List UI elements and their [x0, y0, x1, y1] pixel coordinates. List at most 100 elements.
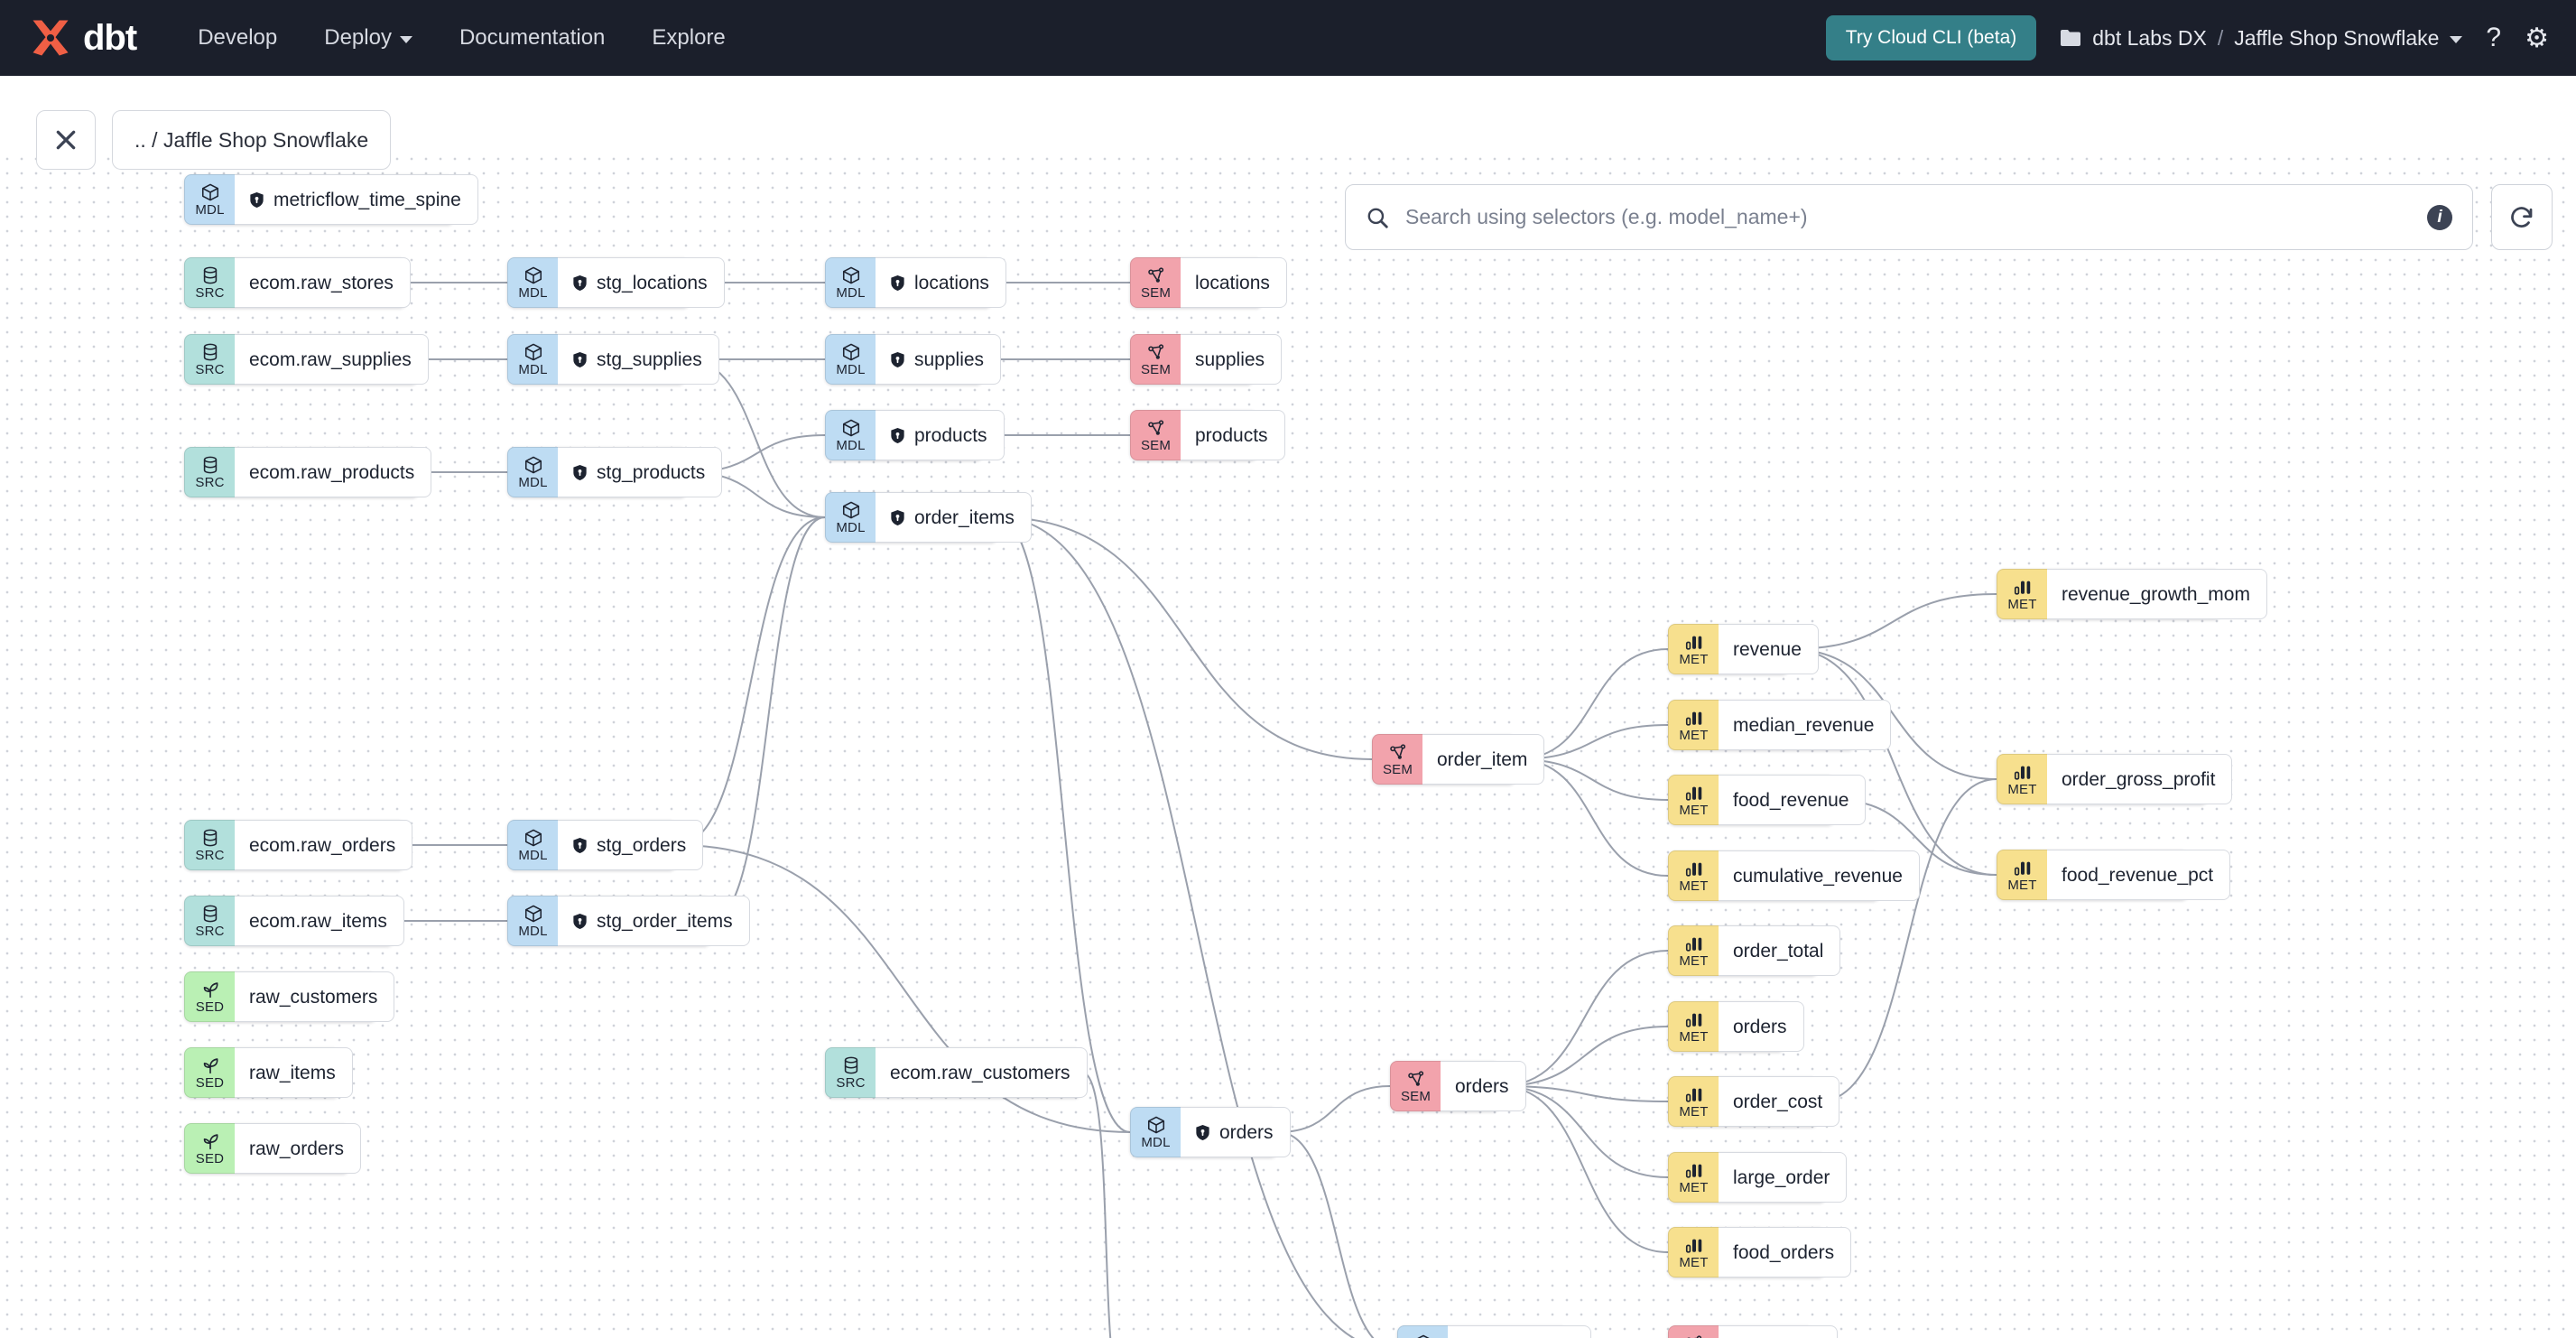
node-type-code: MDL — [836, 285, 866, 301]
node-label: order_cost — [1733, 1091, 1823, 1112]
met-type-icon: MET — [1997, 754, 2047, 804]
node-label: revenue_growth_mom — [2062, 583, 2250, 605]
node-type-code: SRC — [195, 924, 225, 939]
contract-shield-icon — [890, 274, 905, 292]
nav-link-develop[interactable]: Develop — [174, 16, 301, 60]
graph-node-met_order_gross_profit[interactable]: MET order_gross_profit — [1997, 754, 2233, 804]
graph-node-met_revenue_growth_mom[interactable]: MET revenue_growth_mom — [1997, 569, 2267, 619]
gear-icon[interactable]: ⚙ — [2525, 23, 2549, 53]
node-body: ecom.raw_customers — [876, 1047, 1088, 1098]
nav-link-documentation[interactable]: Documentation — [436, 16, 628, 60]
lineage-edge — [1499, 950, 1669, 1087]
nav-link-deploy[interactable]: Deploy — [301, 16, 436, 60]
graph-node-locations[interactable]: MDL locations — [825, 257, 1006, 308]
dbt-logo[interactable]: dbt — [27, 14, 137, 61]
close-graph-button[interactable] — [36, 110, 96, 170]
lineage-edge — [710, 516, 826, 922]
lineage-edge — [997, 516, 1373, 760]
src-type-icon: SRC — [184, 334, 235, 385]
node-label: ecom.raw_customers — [890, 1062, 1070, 1083]
dbt-logo-icon — [32, 20, 69, 56]
node-body: raw_customers — [235, 971, 395, 1022]
mdl-type-icon: MDL — [507, 447, 558, 497]
node-body: supplies — [876, 334, 1002, 385]
refresh-icon — [2511, 206, 2533, 228]
node-label: products — [1195, 424, 1268, 446]
try-cloud-cli-button[interactable]: Try Cloud CLI (beta) — [1825, 15, 2037, 60]
search-info-icon[interactable]: i — [2427, 204, 2452, 230]
primary-nav: Develop Deploy Documentation Explore — [174, 16, 749, 60]
node-label: ecom.raw_stores — [249, 272, 394, 293]
chevron-down-icon — [399, 35, 412, 43]
src-type-icon: SRC — [825, 1047, 876, 1098]
node-type-code: MET — [1679, 1104, 1709, 1120]
met-type-icon: MET — [1668, 1076, 1719, 1127]
node-body: metricflow_time_spine — [235, 174, 478, 225]
node-label: order_total — [1733, 940, 1824, 962]
node-body: order_gross_profit — [2047, 754, 2233, 804]
node-body: revenue — [1719, 624, 1819, 674]
breadcrumb-project-selector[interactable]: Jaffle Shop Snowflake — [2234, 26, 2463, 51]
graph-node-sem_customers[interactable]: SEMcustomers — [1668, 1325, 1838, 1338]
search-input[interactable] — [1404, 204, 2413, 230]
node-label: ecom.raw_orders — [249, 834, 396, 856]
graph-node-ecom.raw_customers[interactable]: SRC ecom.raw_customers — [825, 1047, 1088, 1098]
node-body: ecom.raw_products — [235, 447, 432, 497]
node-type-code: MET — [2007, 782, 2037, 797]
lineage-edge — [1277, 1085, 1391, 1133]
node-body: raw_items — [235, 1047, 353, 1098]
nav-link-documentation-label: Documentation — [459, 25, 606, 50]
graph-node-customers_mdl[interactable]: MDLcustomers — [1397, 1325, 1591, 1338]
met-type-icon: MET — [1997, 569, 2047, 619]
graph-breadcrumb-pill[interactable]: .. / Jaffle Shop Snowflake — [112, 110, 392, 170]
refresh-graph-button[interactable] — [2491, 184, 2553, 250]
selector-search-bar[interactable]: i — [1345, 184, 2473, 250]
graph-node-met_order_cost[interactable]: MET order_cost — [1668, 1076, 1840, 1127]
breadcrumb-account[interactable]: dbt Labs DX — [2092, 25, 2207, 50]
node-label: locations — [914, 272, 989, 293]
help-icon[interactable]: ? — [2486, 23, 2502, 52]
node-body: ecom.raw_supplies — [235, 334, 429, 385]
node-label: food_revenue — [1733, 789, 1849, 811]
nav-link-explore[interactable]: Explore — [628, 16, 748, 60]
mdl-type-icon: MDL — [507, 820, 558, 870]
sem-type-icon: SEM — [1668, 1325, 1719, 1338]
node-type-code: MDL — [518, 285, 548, 301]
node-label: cumulative_revenue — [1733, 865, 1903, 887]
mdl-type-icon: MDL — [1130, 1107, 1181, 1157]
lineage-edge — [676, 516, 826, 846]
